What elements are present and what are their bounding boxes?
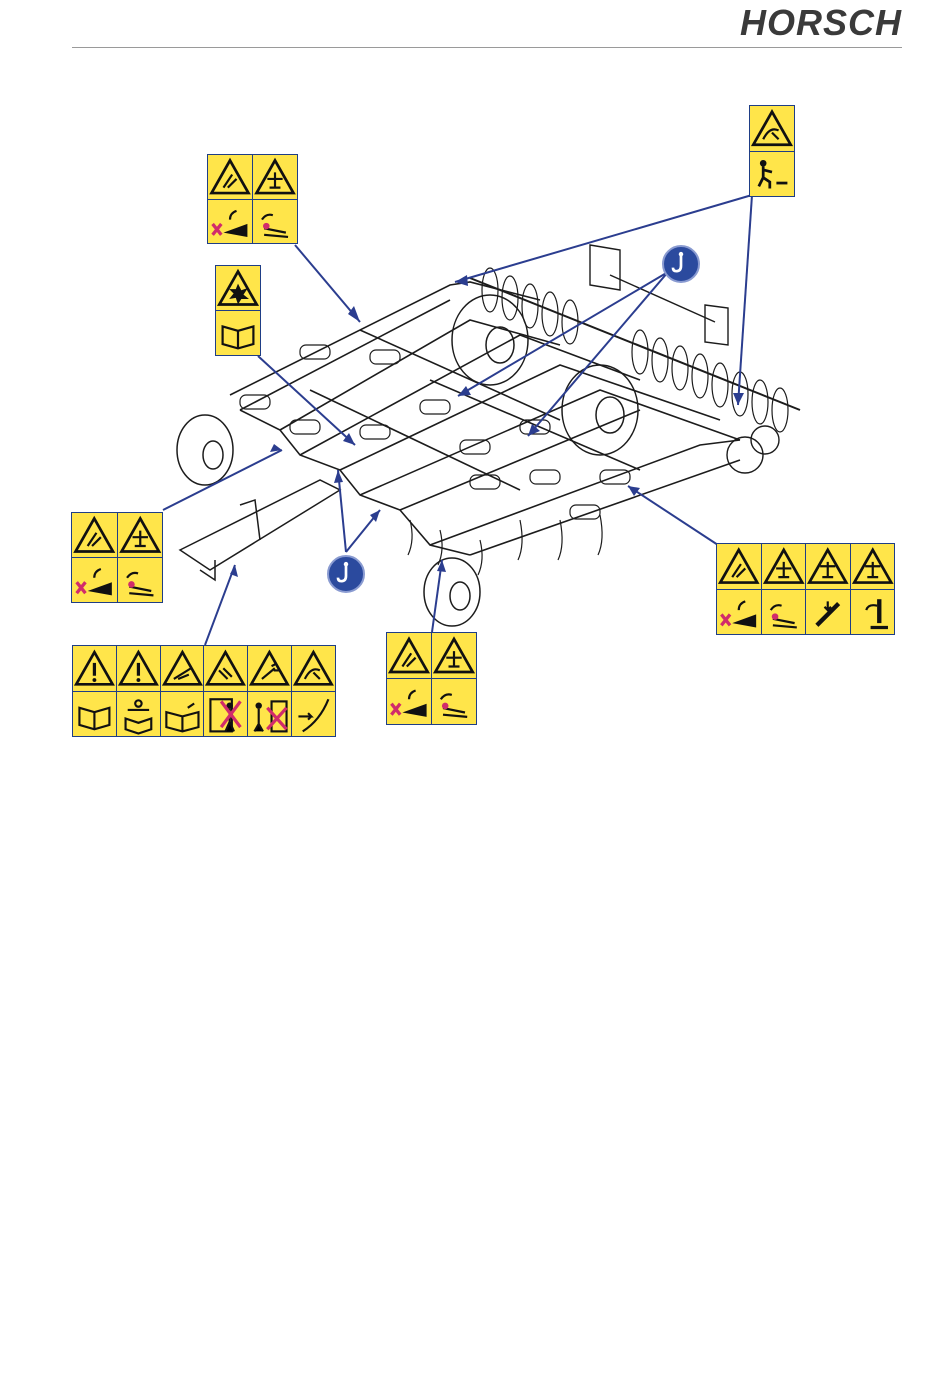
manual-book-icon	[216, 311, 260, 355]
mid-left-warning-sticker	[215, 265, 261, 356]
fold-hand-icon	[204, 646, 247, 691]
main-frame	[230, 282, 740, 555]
manual-open-icon	[161, 692, 204, 737]
hose-fluid-icon	[750, 106, 794, 151]
run-over-icon	[118, 513, 163, 557]
no-fold-arm-icon	[432, 679, 476, 724]
spray-hand-icon	[248, 646, 291, 691]
keep-distance-icon	[292, 692, 335, 737]
crush-hand-icon	[387, 633, 431, 678]
lock-bolt-icon	[806, 590, 850, 635]
crush-hand-icon	[72, 513, 117, 557]
right-warning-sticker	[716, 543, 895, 635]
no-stand-near-icon	[204, 692, 247, 737]
no-fold-arm-icon	[118, 558, 163, 602]
top-right-warning-sticker	[749, 105, 795, 197]
no-fold-hand-icon	[72, 558, 117, 602]
no-fold-arm-icon	[762, 590, 806, 635]
tractor-connect-icon	[117, 692, 160, 737]
run-over-icon	[253, 155, 297, 199]
drawbar	[180, 480, 340, 580]
left-warning-sticker	[71, 512, 163, 603]
run-over-icon	[762, 544, 806, 589]
explosion-icon	[216, 266, 260, 310]
run-over-icon	[851, 544, 895, 589]
hose-fluid-icon	[292, 646, 335, 691]
bottom-center-warning-sticker	[386, 632, 477, 725]
exclamation-icon	[117, 646, 160, 691]
exclamation-icon	[73, 646, 116, 691]
lifting-hook-icon	[662, 245, 700, 283]
rear-roller-row	[470, 245, 800, 432]
top-left-warning-sticker	[207, 154, 298, 244]
no-fold-hand-icon	[208, 200, 252, 244]
no-fold-hand-icon	[387, 679, 431, 724]
no-stand-between-icon	[248, 692, 291, 737]
no-fold-hand-icon	[717, 590, 761, 635]
no-fold-arm-icon	[253, 200, 297, 244]
support-jack-icon	[851, 590, 895, 635]
crush-hand-icon	[208, 155, 252, 199]
lifting-hook-icon	[327, 555, 365, 593]
fold-hand-icon	[161, 646, 204, 691]
crush-hand-icon	[717, 544, 761, 589]
run-over-icon	[432, 633, 476, 678]
step-climb-icon	[750, 152, 794, 197]
manual-book-icon	[73, 692, 116, 737]
run-over-icon	[806, 544, 850, 589]
bottom-left-warning-sticker	[72, 645, 336, 737]
